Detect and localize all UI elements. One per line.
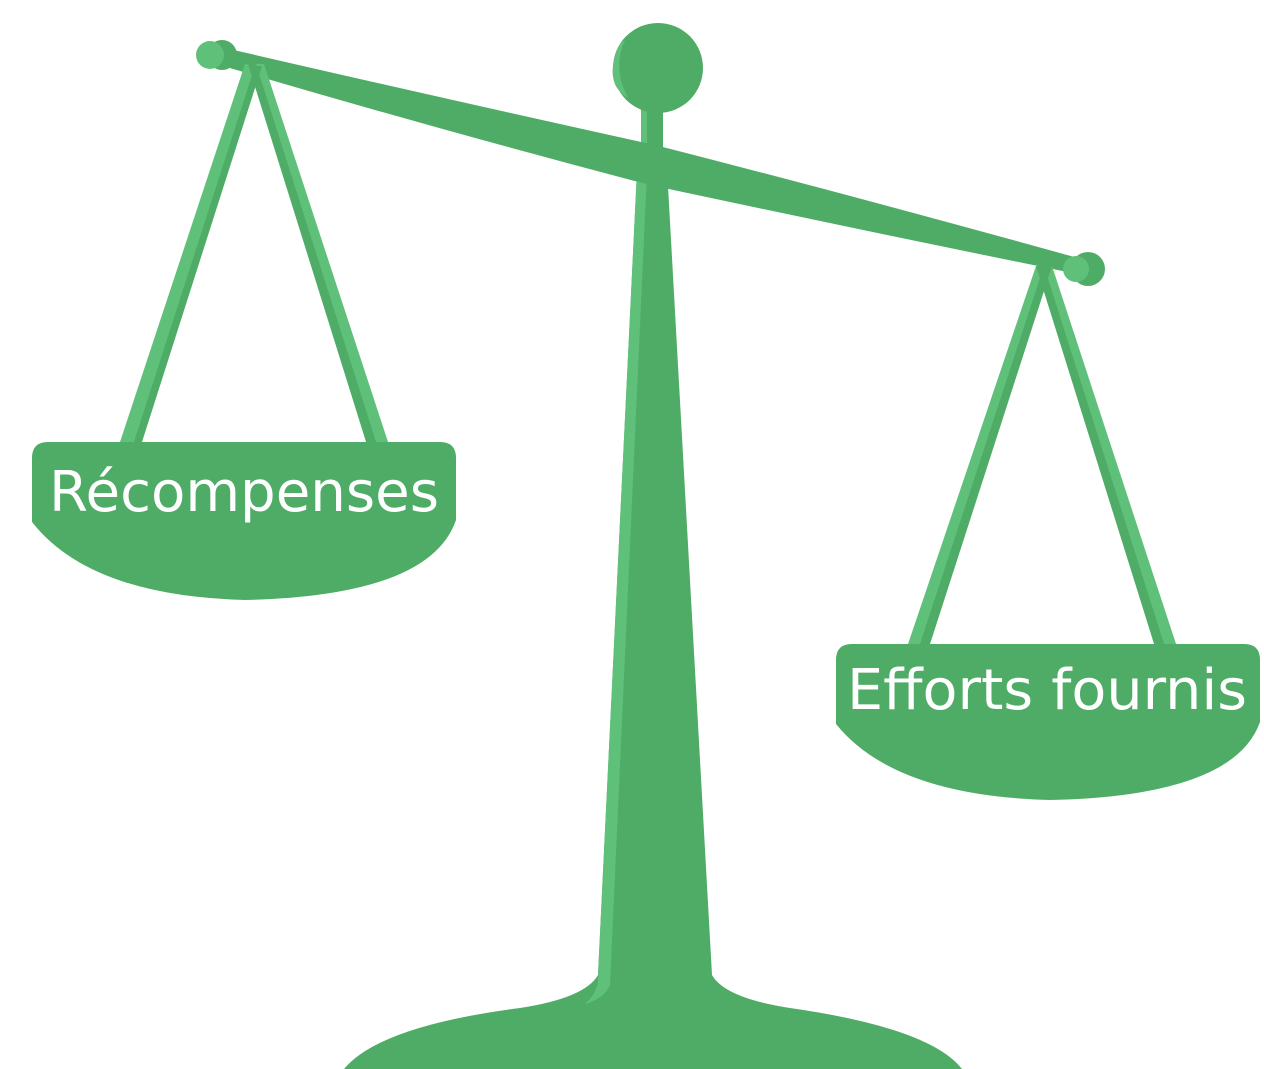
beam-right-end-cap-highlight: [1063, 256, 1089, 282]
pivot-knob-highlight: [612, 40, 628, 98]
left-pan-assembly: Récompenses: [32, 64, 456, 600]
left-pan-rope-left-shade: [132, 66, 262, 448]
right-pan-label: Efforts fournis: [847, 658, 1247, 723]
scale-beam: [196, 40, 1105, 286]
right-pan-rope-left-shade: [918, 266, 1052, 650]
scale-stand: [344, 23, 962, 1069]
left-pan-label: Récompenses: [49, 460, 439, 525]
right-pan-assembly: Efforts fournis: [836, 266, 1260, 800]
stand-column: [344, 150, 962, 1069]
left-pan-bowl: [32, 442, 456, 600]
beam-bar: [223, 48, 1085, 275]
beam-left-end-cap-highlight: [196, 41, 224, 69]
stand-highlight: [585, 150, 648, 1004]
stand-neck-highlight: [641, 92, 647, 162]
left-pan-rope-right-shade: [248, 64, 378, 448]
right-pan-bowl: [836, 644, 1260, 800]
pivot-knob: [613, 23, 703, 113]
right-pan-rope-right-shade: [1036, 266, 1166, 650]
